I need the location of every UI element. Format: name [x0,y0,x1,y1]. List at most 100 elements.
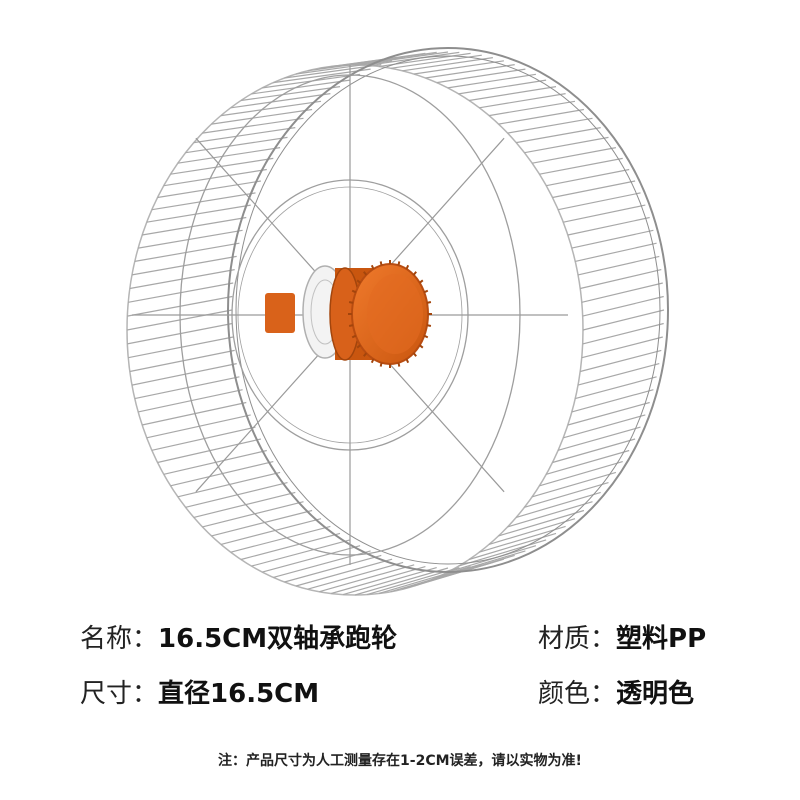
tread-slat [131,255,237,276]
tread-slat [581,336,663,359]
tread-slat [488,100,576,117]
nut-knurl-tooth [363,271,368,276]
wheel-spoke [195,342,330,493]
tread-slat [539,461,623,487]
tread-slat [582,309,665,331]
tread-slat [563,204,646,223]
tread-slat [546,168,630,187]
tread-slat [177,147,281,164]
wheel-front-rim [227,47,669,573]
tread-slat [151,192,256,211]
nut-knurl-tooth [397,261,401,266]
tread-slat [581,282,663,303]
nut-knurl-tooth [397,362,401,367]
spec-size-value: 直径16.5CM [158,679,320,709]
tread-slat [354,51,449,66]
tread-slat [220,100,322,117]
tread-slat [436,550,526,578]
tread-slat [185,136,288,154]
tread-slat [546,449,630,475]
orange-bearing-nut-icon [265,260,432,368]
nut-knurl-tooth [423,334,429,339]
tread-slat [567,216,650,236]
tread-slat [557,192,641,211]
tread-slat [557,426,641,451]
nut-knurl-tooth [370,264,375,270]
tread-slat [230,93,331,109]
tread-slat [211,108,313,125]
tread-slat [436,68,526,84]
nut-knurl-tooth [405,264,410,270]
nut-knurl-tooth [351,334,357,339]
tread-slat [390,564,482,593]
spec-material: 材质：塑料PP [538,622,706,656]
tread-slat [342,567,437,596]
tread-slat [532,471,617,498]
tread-slat [516,127,601,144]
tread-slat [240,86,341,102]
tread-slat [202,501,304,528]
nut-knurl-tooth [423,289,429,294]
spec-color-value: 透明色 [616,679,695,709]
tread-slat [273,68,371,84]
tread-slat [134,242,240,262]
tread-slat [129,349,235,373]
nut-knurl-tooth [405,358,410,364]
spec-color: 颜色：透明色 [538,677,694,711]
tread-slat [295,558,393,587]
nut-knurl-tooth [348,324,354,327]
tread-slat [142,216,247,236]
tread-slat [580,269,662,290]
tread-slat [284,554,382,583]
tread-slat [146,204,251,223]
spec-material-label: 材质： [538,624,617,654]
measurement-disclaimer: 注：产品尺寸为人工测量存在1-2CM误差，请以实物为准! [218,753,582,769]
tread-slat [251,539,351,567]
wheel-spokes [132,65,568,565]
spec-color-label: 颜色： [538,679,617,709]
tread-slat [402,561,494,590]
tread-slat [577,363,660,386]
tread-slat [516,491,601,518]
spec-name-label: 名称： [80,624,159,654]
tread-slat [507,117,593,134]
tread-slat [193,127,296,144]
tread-slat [488,518,576,545]
nut-knurl-tooth [412,271,417,276]
tread-slat [354,567,449,596]
tread-slat [479,93,566,109]
tread-slat [524,136,609,154]
tread-slat [498,509,585,537]
tread-slat [331,566,426,595]
tread-slat [498,108,585,125]
tread-slat [141,401,247,426]
tread-slat [157,180,261,199]
tread-slat [202,117,304,134]
tread-slat [468,86,557,102]
tread-slat [413,60,504,75]
tread-slat [447,73,536,89]
tread-slat [262,545,361,573]
wheel-spoke [370,137,505,288]
spec-size-label: 尺寸： [80,679,159,709]
wheel-spoke [195,137,330,288]
tread-slat [251,79,350,95]
tread-slat [134,376,240,400]
tread-slat [458,79,547,95]
tread-slat [170,157,274,175]
nut-knurl-tooth [348,301,354,304]
tread-slat [193,491,296,518]
tread-slat [582,295,664,317]
tread-slat [571,229,654,249]
spec-size: 尺寸：直径16.5CM [80,677,319,711]
tread-slat [458,539,547,567]
tread-slat [532,147,617,164]
nut-knurl-tooth [370,358,375,364]
nut-knurl-tooth [356,279,361,284]
tread-slat [582,322,664,345]
nut-knurl-tooth [419,344,424,349]
nut-knurl-tooth [351,289,357,294]
tread-slat [507,501,593,528]
tread-slat [307,561,404,590]
nut-knurl-tooth [356,344,361,349]
